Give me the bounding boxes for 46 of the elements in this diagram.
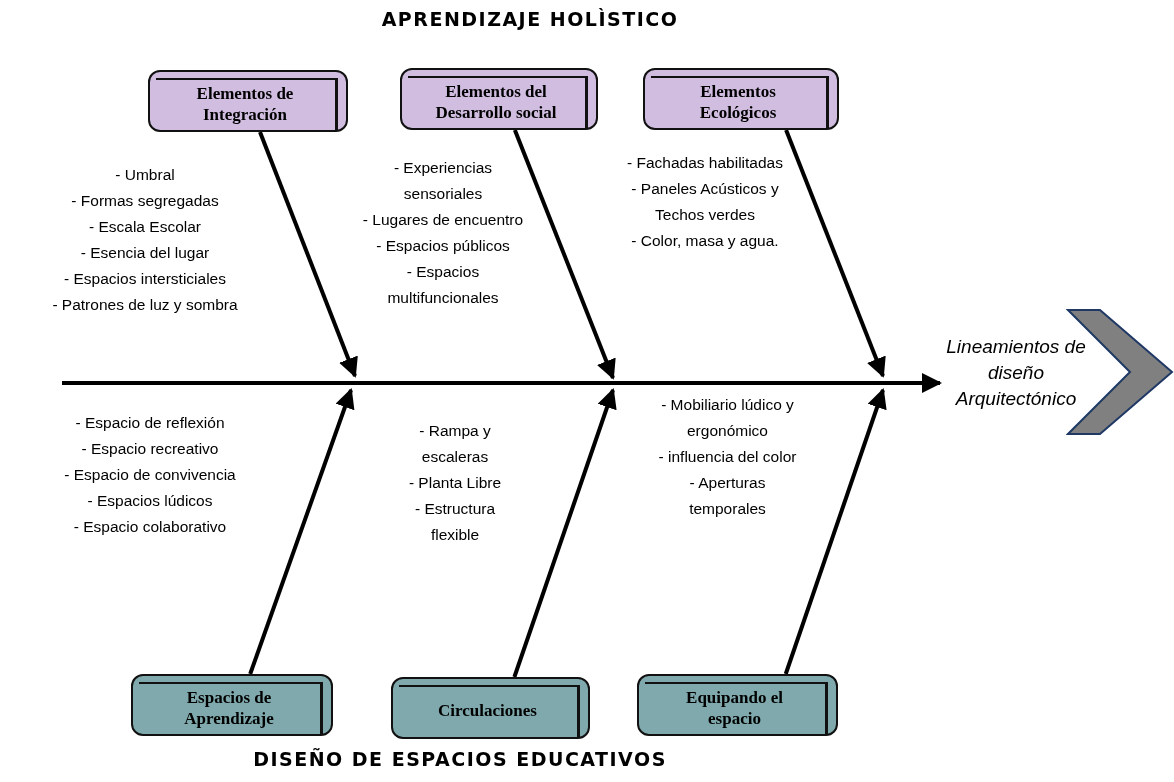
diagram-title: APRENDIZAJE HOLÌSTICO	[380, 8, 680, 30]
arrow	[783, 388, 887, 675]
list-item: - Paneles Acústicos y Techos verdes	[630, 179, 780, 225]
list-item: - Espacios multifuncionales	[386, 262, 500, 308]
category-label: Espacios de Aprendizaje	[183, 686, 275, 730]
list-item: - Lugares de encuentro	[361, 210, 525, 230]
list-item: - Patrones de luz y sombra	[51, 295, 239, 315]
list-item: - Fachadas habilitadas	[626, 153, 784, 173]
category-box	[637, 674, 838, 736]
list-item: - Rampa y escaleras	[418, 421, 492, 467]
list-item: - Color, masa y agua.	[630, 231, 780, 251]
arrow	[248, 388, 355, 675]
list-item: - Escala Escolar	[88, 217, 202, 237]
category-label: Circulaciones	[437, 700, 538, 722]
spine-arrow	[62, 373, 942, 393]
arrow	[784, 129, 886, 378]
list-item: - Esencia del lugar	[79, 243, 211, 263]
list-item: - Mobiliario lúdico y ergonómico	[660, 395, 795, 441]
list-item: - Espacios públicos	[375, 236, 511, 256]
category-label: Elementos de Integración	[195, 82, 295, 126]
category-box	[148, 70, 348, 132]
diagram-caption: DISEÑO DE ESPACIOS EDUCATIVOS	[252, 748, 668, 770]
category-label: Elementos del Desarrollo social	[434, 80, 558, 124]
list-item: - Planta Libre	[407, 473, 503, 493]
result-text: Lineamientos de diseño Arquitectónico	[940, 334, 1092, 434]
arrow	[258, 131, 358, 378]
category-box	[400, 68, 598, 130]
arrow	[512, 129, 616, 380]
list-item: - Espacios intersticiales	[63, 269, 227, 289]
list-item: - Espacio recreativo	[80, 439, 220, 459]
list-item: - Espacio de reflexión	[74, 413, 226, 433]
list-item: - Umbral	[114, 165, 176, 185]
list-item: - Espacios lúdicos	[86, 491, 214, 511]
category-box	[391, 677, 590, 739]
list-item: - influencia del color	[657, 447, 798, 467]
list-item: - Formas segregadas	[70, 191, 220, 211]
category-box	[643, 68, 839, 130]
list-item: - Espacio de convivencia	[63, 465, 237, 485]
arrow	[512, 388, 617, 678]
list-item: - Espacio colaborativo	[72, 517, 228, 537]
list-item: - Experiencias sensoriales	[392, 158, 494, 204]
category-label: Elementos Ecológicos	[698, 80, 778, 124]
category-label: Equipando el espacio	[685, 686, 784, 730]
list-item: - Estructura flexible	[413, 499, 497, 545]
list-item: - Aperturas temporales	[688, 473, 767, 519]
category-box	[131, 674, 333, 736]
